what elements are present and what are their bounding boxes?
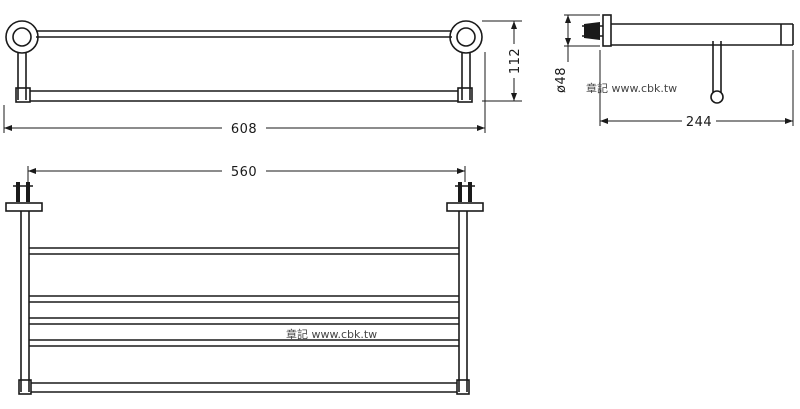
height-dimension-label: 112 bbox=[508, 48, 523, 74]
watermark-bottom: 章記 www.cbk.tw bbox=[286, 327, 377, 341]
side-view: ø48 244 章記 www.cbk.tw bbox=[554, 14, 794, 130]
depth-dimension-label: 244 bbox=[686, 115, 712, 130]
front-view: 112 608 bbox=[3, 20, 523, 137]
top-view: 560 章記 www.cbk.tw bbox=[5, 165, 484, 395]
overall-width-dimension-label: 608 bbox=[231, 122, 257, 137]
watermark-top: 章記 www.cbk.tw bbox=[586, 81, 677, 95]
diameter-dimension-label: ø48 bbox=[554, 67, 569, 93]
bracket-spacing-dimension-label: 560 bbox=[231, 165, 257, 180]
